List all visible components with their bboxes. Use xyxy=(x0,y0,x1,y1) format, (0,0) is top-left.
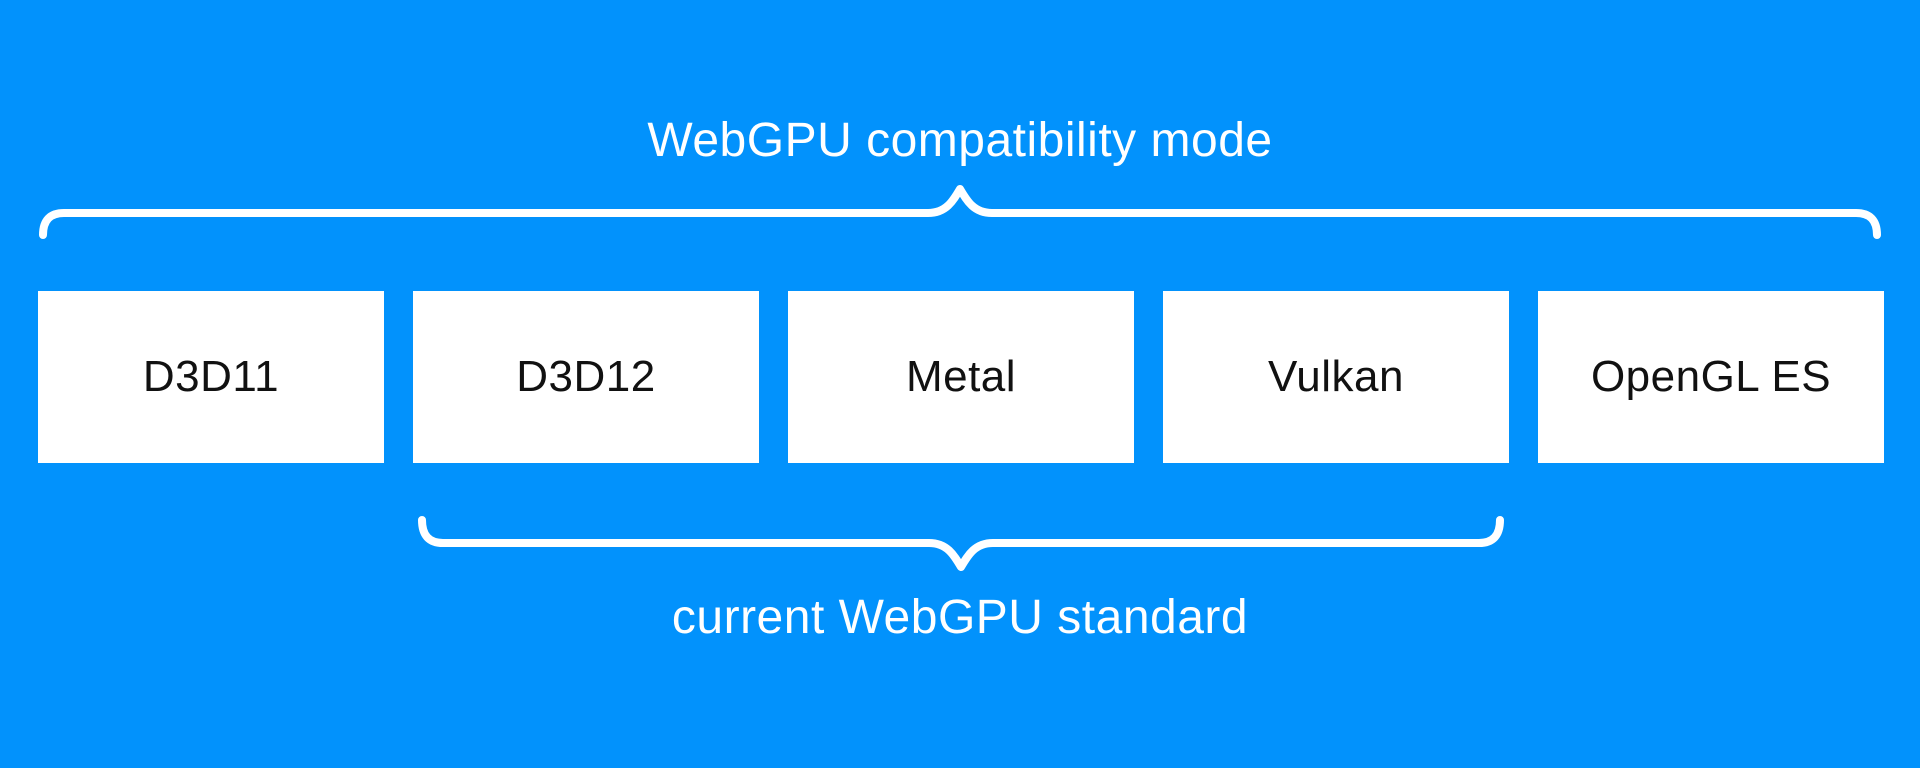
api-box-metal: Metal xyxy=(788,291,1134,463)
api-box-opengl-es-label: OpenGL ES xyxy=(1590,352,1832,401)
api-box-vulkan: Vulkan xyxy=(1163,291,1509,463)
api-box-d3d12-label: D3D12 xyxy=(516,352,656,401)
api-box-d3d11: D3D11 xyxy=(38,291,384,463)
api-box-d3d11-label: D3D11 xyxy=(142,352,280,401)
bottom-brace-label: current WebGPU standard xyxy=(671,590,1249,644)
api-box-metal-label: Metal xyxy=(905,352,1017,401)
bottom-underbrace xyxy=(418,516,1504,571)
api-box-d3d12: D3D12 xyxy=(413,291,759,463)
api-box-opengl-es: OpenGL ES xyxy=(1538,291,1884,463)
top-brace-label: WebGPU compatibility mode xyxy=(647,113,1273,167)
api-box-vulkan-label: Vulkan xyxy=(1268,352,1404,401)
top-overbrace xyxy=(39,185,1881,239)
